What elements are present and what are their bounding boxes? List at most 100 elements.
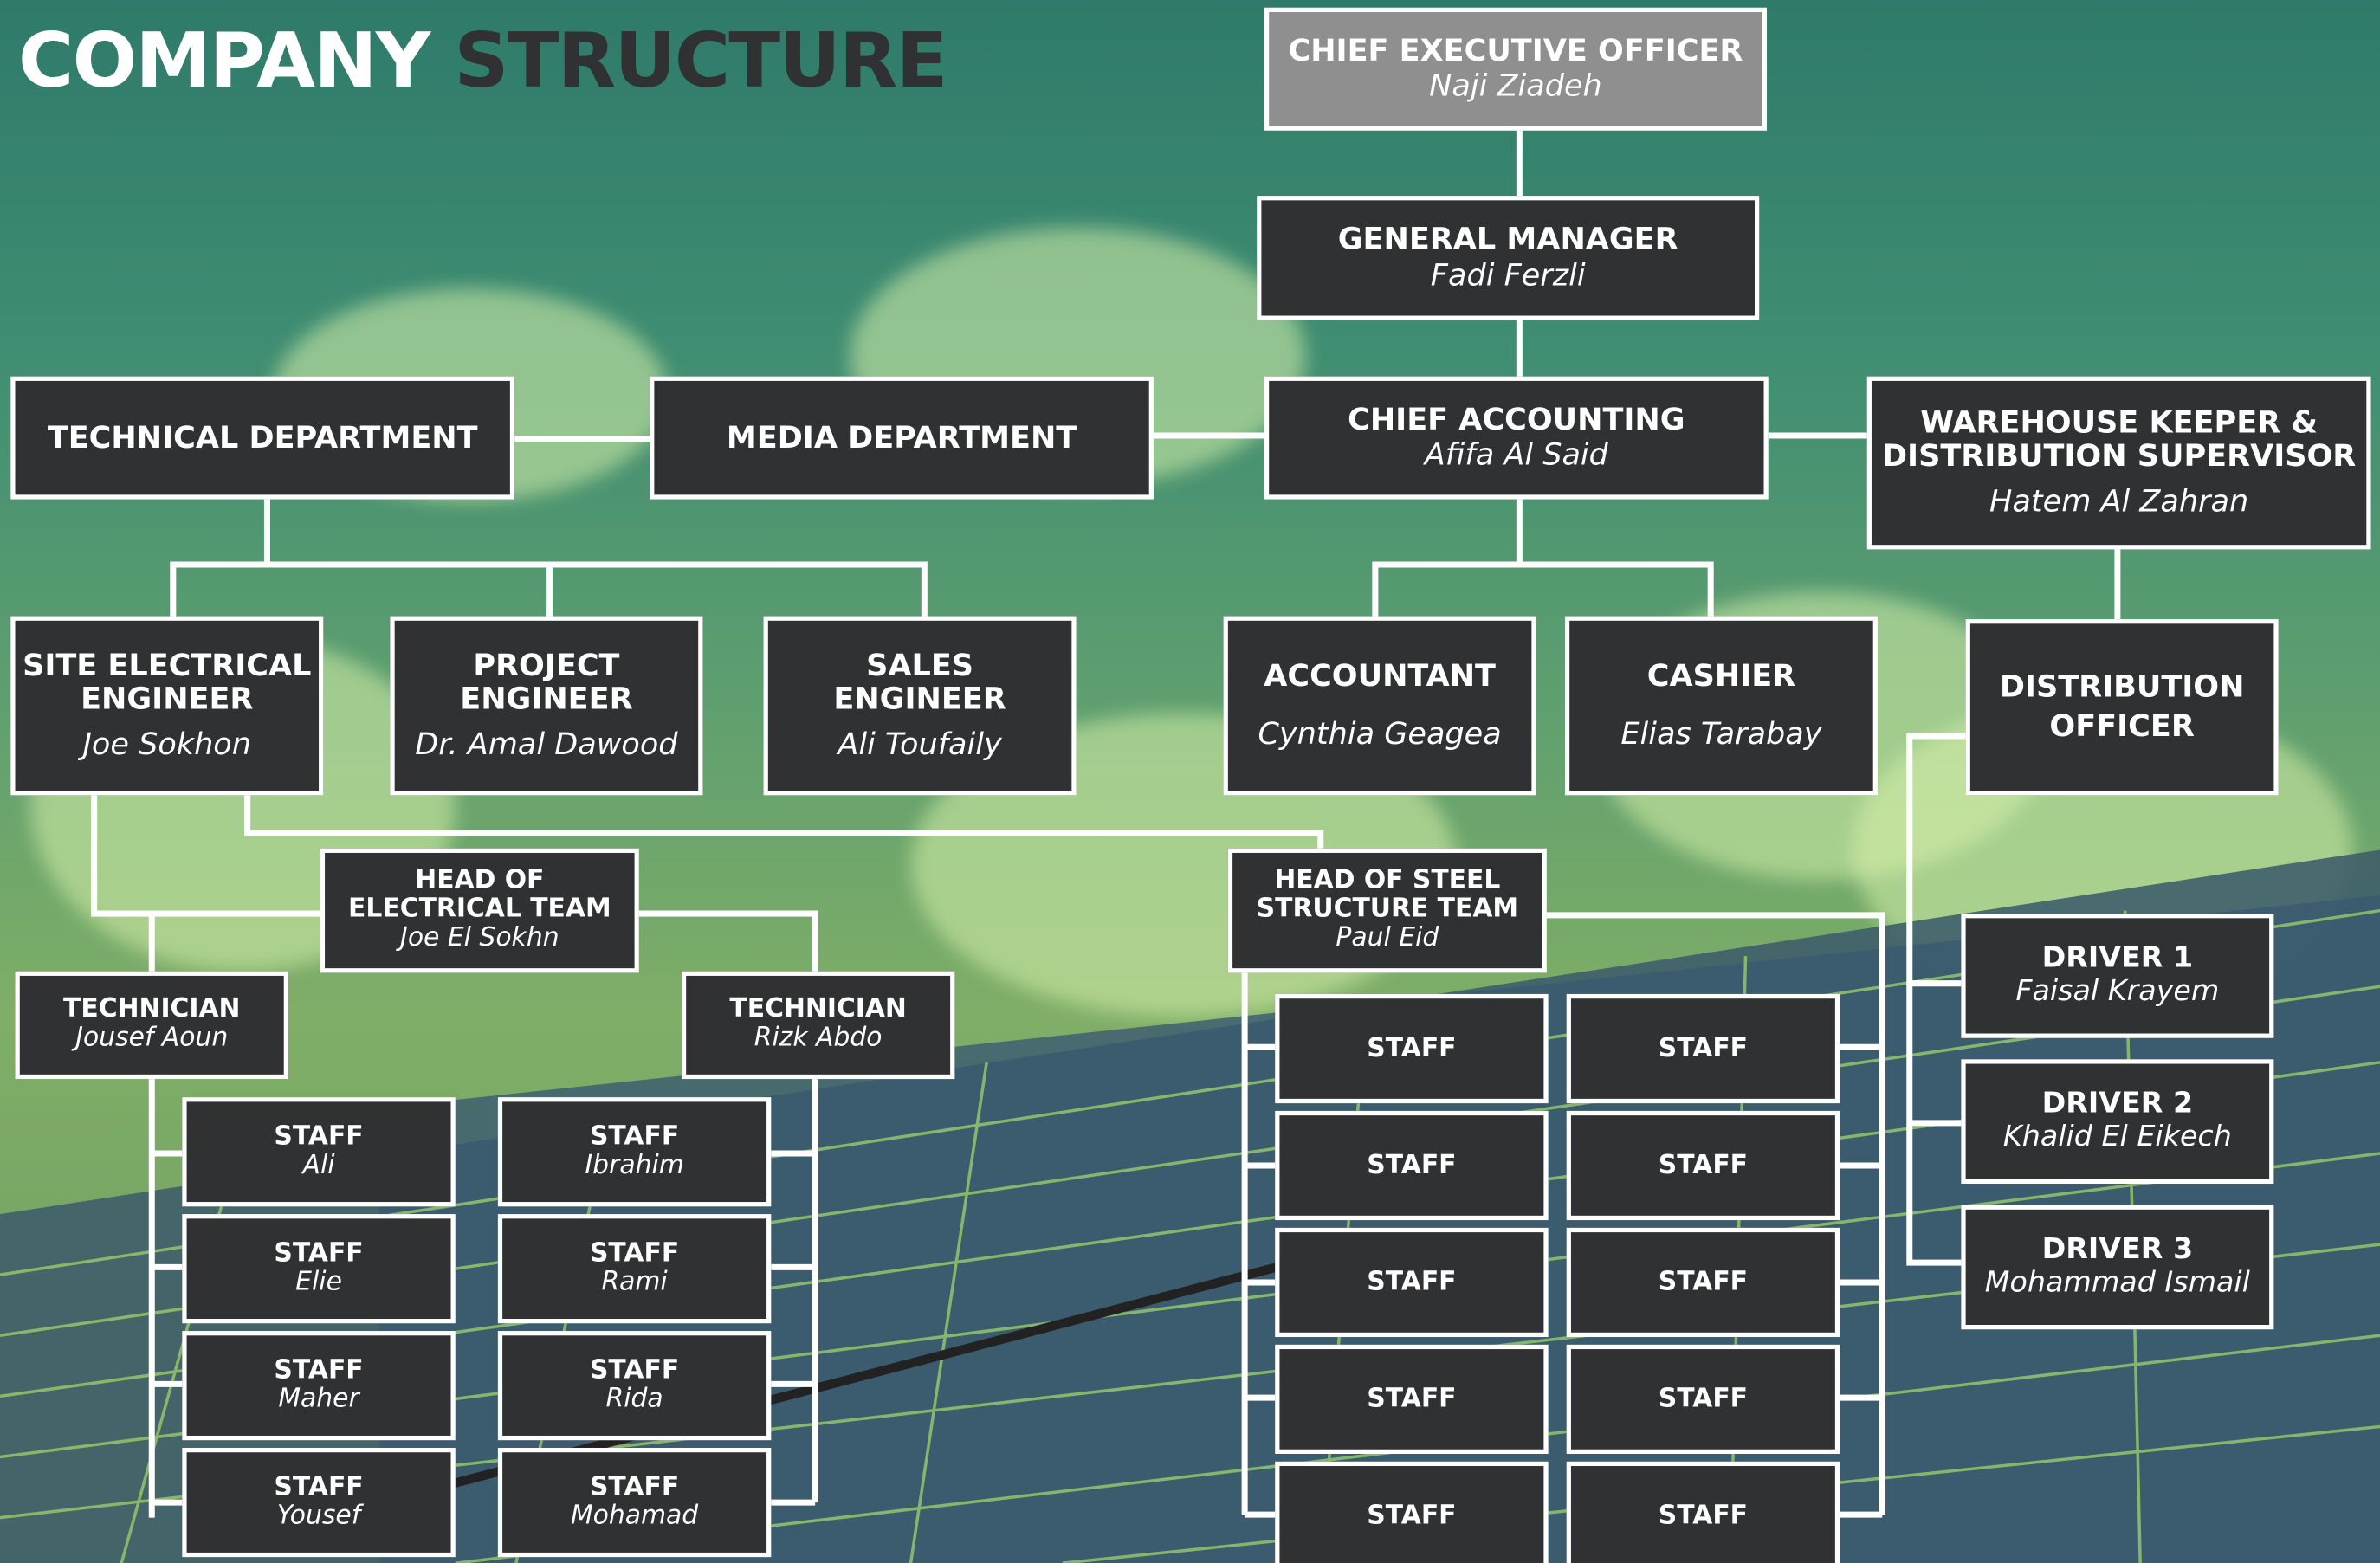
project-engineer-name: Dr. Amal Dawood	[415, 725, 678, 762]
staff-title: STAFF	[274, 1471, 364, 1502]
sales-engineer-name: Ali Toufaily	[838, 725, 1002, 762]
driver-name: Mohammad Ismail	[1984, 1265, 2250, 1299]
warehouse-title-line2: DISTRIBUTION SUPERVISOR	[1881, 436, 2357, 474]
staff-title: STAFF	[589, 1354, 680, 1385]
steel-staff-title: STAFF	[1658, 1267, 1749, 1298]
project-engineer-box: PROJECT ENGINEER Dr. Amal Dawood	[390, 616, 703, 796]
site-engineer-title-line2: ENGINEER	[81, 680, 254, 717]
steel-staff-title: STAFF	[1658, 1033, 1749, 1064]
sales-engineer-title-line1: SALES	[866, 647, 974, 684]
cashier-title: CASHIER	[1646, 657, 1796, 694]
cashier-box: CASHIER Elias Tarabay	[1564, 616, 1878, 796]
driver-title: DRIVER 1	[2041, 941, 2194, 975]
accounting-name: Afifa Al Said	[1424, 436, 1608, 473]
staff-box: STAFF Ali	[182, 1097, 456, 1207]
head-electrical-title-line1: HEAD OF	[415, 865, 545, 896]
staff-title: STAFF	[589, 1237, 680, 1269]
steel-staff-title: STAFF	[1367, 1150, 1457, 1181]
technician-title: TECHNICIAN	[63, 994, 241, 1025]
technical-title: TECHNICAL DEPARTMENT	[47, 418, 478, 455]
cashier-name: Elias Tarabay	[1620, 714, 1822, 752]
steel-staff-title: STAFF	[1658, 1150, 1749, 1181]
steel-staff-title: STAFF	[1367, 1500, 1457, 1532]
media-department-box: MEDIA DEPARTMENT	[650, 376, 1154, 500]
driver-box: DRIVER 3 Mohammad Ismail	[1961, 1205, 2274, 1330]
technician-box: TECHNICIAN Jousef Aoun	[15, 971, 288, 1080]
driver-title: DRIVER 3	[2041, 1232, 2194, 1267]
driver-title: DRIVER 2	[2041, 1087, 2194, 1121]
distribution-officer-title-line1: DISTRIBUTION	[1999, 668, 2245, 705]
ceo-name: Naji Ziadeh	[1429, 67, 1602, 104]
project-engineer-title-line2: ENGINEER	[460, 680, 633, 717]
page-title: COMPANY STRUCTURE	[18, 12, 947, 109]
staff-name: Yousef	[276, 1501, 361, 1532]
accountant-title: ACCOUNTANT	[1264, 657, 1496, 694]
steel-staff-box: STAFF	[1275, 1344, 1549, 1454]
staff-title: STAFF	[589, 1471, 680, 1502]
site-electrical-engineer-box: SITE ELECTRICAL ENGINEER Joe Sokhon	[10, 616, 324, 796]
staff-box: STAFF Yousef	[182, 1447, 456, 1558]
staff-name: Ali	[302, 1150, 335, 1181]
media-title: MEDIA DEPARTMENT	[726, 418, 1077, 455]
staff-name: Maher	[278, 1384, 359, 1415]
driver-name: Khalid El Eikech	[2002, 1120, 2232, 1153]
distribution-officer-box: DISTRIBUTION OFFICER	[1965, 619, 2279, 796]
staff-title: STAFF	[274, 1237, 364, 1269]
steel-staff-box: STAFF	[1275, 1227, 1549, 1338]
staff-box: STAFF Maher	[182, 1331, 456, 1441]
steel-staff-box: STAFF	[1566, 993, 1840, 1104]
site-engineer-title-line1: SITE ELECTRICAL	[23, 647, 312, 684]
driver-name: Faisal Krayem	[2015, 973, 2220, 1008]
project-engineer-title-line1: PROJECT	[473, 647, 620, 684]
accounting-title: CHIEF ACCOUNTING	[1348, 400, 1685, 437]
ceo-box: CHIEF EXECUTIVE OFFICER Naji Ziadeh	[1264, 7, 1768, 131]
steel-staff-box: STAFF	[1566, 1461, 1840, 1563]
head-steel-title-line2: STRUCTURE TEAM	[1256, 893, 1519, 924]
steel-staff-box: STAFF	[1275, 993, 1549, 1104]
sales-engineer-box: SALES ENGINEER Ali Toufaily	[763, 616, 1077, 796]
staff-title: STAFF	[274, 1121, 364, 1152]
ceo-title: CHIEF EXECUTIVE OFFICER	[1288, 31, 1743, 68]
site-engineer-name: Joe Sokhon	[82, 725, 251, 762]
general-manager-box: GENERAL MANAGER Fadi Ferzli	[1257, 196, 1760, 320]
steel-staff-title: STAFF	[1658, 1384, 1749, 1415]
page-title-word1: COMPANY	[18, 16, 430, 105]
staff-name: Ibrahim	[585, 1150, 684, 1181]
head-electrical-team-box: HEAD OF ELECTRICAL TEAM Joe El Sokhn	[320, 848, 639, 973]
steel-staff-box: STAFF	[1566, 1227, 1840, 1338]
staff-name: Rida	[605, 1384, 663, 1415]
staff-box: STAFF Rida	[497, 1331, 772, 1441]
warehouse-keeper-box: WAREHOUSE KEEPER & DISTRIBUTION SUPERVIS…	[1866, 376, 2371, 550]
technician-box: TECHNICIAN Rizk Abdo	[681, 971, 955, 1080]
head-electrical-name: Joe El Sokhn	[400, 922, 559, 953]
driver-box: DRIVER 1 Faisal Krayem	[1961, 914, 2274, 1038]
steel-staff-title: STAFF	[1367, 1033, 1457, 1064]
technician-name: Jousef Aoun	[75, 1024, 229, 1055]
staff-name: Elie	[295, 1267, 342, 1298]
steel-staff-title: STAFF	[1367, 1267, 1457, 1298]
technical-department-box: TECHNICAL DEPARTMENT	[10, 376, 515, 500]
staff-name: Rami	[601, 1267, 668, 1298]
warehouse-name: Hatem Al Zahran	[1989, 481, 2249, 519]
staff-title: STAFF	[589, 1121, 680, 1152]
gm-title: GENERAL MANAGER	[1337, 220, 1678, 257]
accountant-name: Cynthia Geagea	[1258, 714, 1502, 752]
head-steel-name: Paul Eid	[1336, 922, 1439, 953]
head-steel-structure-box: HEAD OF STEEL STRUCTURE TEAM Paul Eid	[1227, 848, 1547, 973]
staff-box: STAFF Elie	[182, 1214, 456, 1324]
steel-staff-box: STAFF	[1275, 1110, 1549, 1221]
accountant-box: ACCOUNTANT Cynthia Geagea	[1223, 616, 1536, 796]
distribution-officer-title-line2: OFFICER	[2049, 707, 2195, 744]
head-electrical-title-line2: ELECTRICAL TEAM	[348, 893, 611, 924]
head-steel-title-line1: HEAD OF STEEL	[1274, 865, 1501, 896]
technician-name: Rizk Abdo	[753, 1024, 883, 1055]
sales-engineer-title-line2: ENGINEER	[833, 680, 1006, 717]
staff-box: STAFF Mohamad	[497, 1447, 772, 1558]
staff-box: STAFF Ibrahim	[497, 1097, 772, 1207]
chief-accounting-box: CHIEF ACCOUNTING Afifa Al Said	[1264, 376, 1769, 500]
page-title-word2: STRUCTURE	[454, 16, 947, 105]
technician-title: TECHNICIAN	[729, 994, 907, 1025]
staff-name: Mohamad	[570, 1501, 699, 1532]
